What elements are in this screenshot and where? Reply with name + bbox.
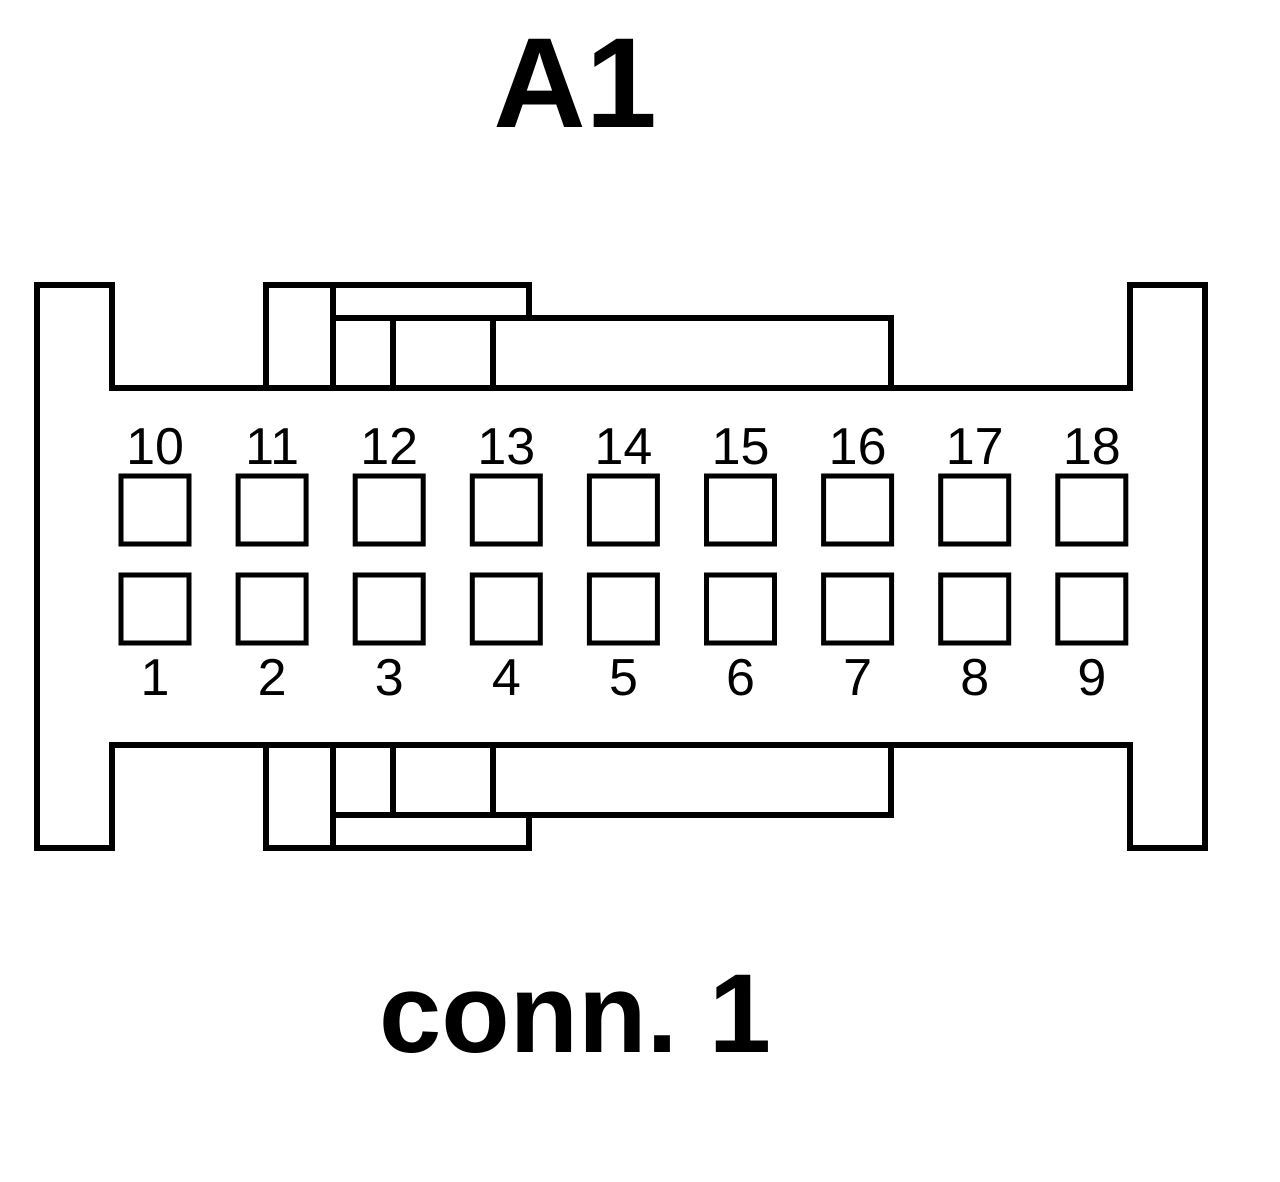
pin-cavity-14 [586,473,660,547]
pin-number-5: 5 [609,649,638,707]
pin-number-4: 4 [492,649,521,707]
housing-outline [34,282,1208,851]
pin-cavity-12 [352,473,426,547]
pin-number-2: 2 [258,649,287,707]
pin-number-9: 9 [1077,649,1106,707]
pin-cavity-9 [1055,572,1129,646]
pin-cavity-5 [586,572,660,646]
pin-number-3: 3 [375,649,404,707]
pin-cavity-18 [1055,473,1129,547]
pin-cavity-1 [118,572,192,646]
pin-cavity-13 [469,473,543,547]
pin-number-7: 7 [843,649,872,707]
pin-number-14: 14 [594,418,652,476]
pin-number-6: 6 [726,649,755,707]
pin-number-17: 17 [946,418,1004,476]
pin-number-13: 13 [477,418,535,476]
pin-cavity-16 [821,473,895,547]
pin-cavity-3 [352,572,426,646]
connector-label: A1 [493,12,657,155]
pin-number-18: 18 [1063,418,1121,476]
pin-cavity-8 [938,572,1012,646]
top-latch [266,285,891,391]
pin-cavity-17 [938,473,1012,547]
pin-cavity-11 [235,473,309,547]
pin-cavity-15 [704,473,777,547]
pin-number-1: 1 [141,649,170,707]
pin-number-15: 15 [712,418,770,476]
pin-number-11: 11 [245,418,299,476]
pin-cavity-4 [469,572,543,646]
pin-number-8: 8 [960,649,989,707]
pin-cavity-6 [704,572,777,646]
connector-caption: conn. 1 [378,951,772,1076]
bottom-latch [266,742,891,848]
pin-cavity-7 [821,572,895,646]
pin-cavity-2 [235,572,309,646]
pin-cavity-10 [118,473,192,547]
pin-number-10: 10 [126,418,184,476]
pin-number-12: 12 [360,418,418,476]
pin-number-16: 16 [829,418,887,476]
